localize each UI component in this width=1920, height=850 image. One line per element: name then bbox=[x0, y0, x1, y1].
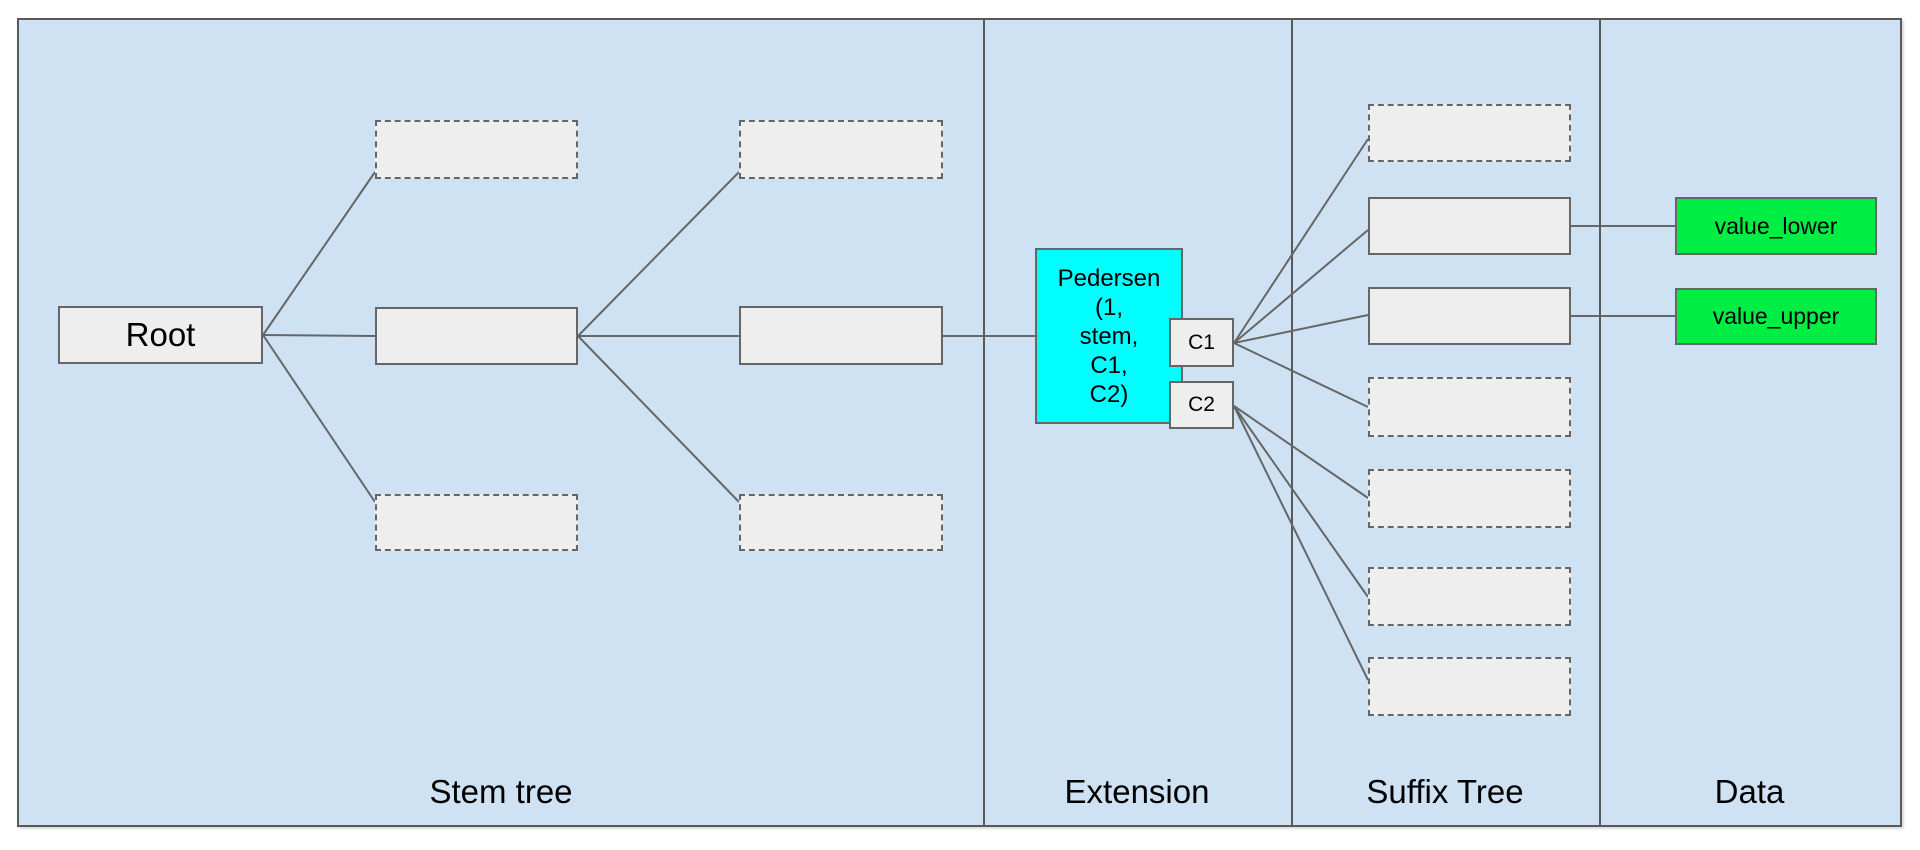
c2-label: C2 bbox=[1188, 393, 1215, 416]
stem-level1-bottom-dashed-box bbox=[375, 494, 578, 551]
root-box: Root bbox=[58, 306, 263, 364]
value-upper-box: value_upper bbox=[1675, 288, 1877, 345]
stem-level2-top-dashed-box bbox=[739, 120, 943, 179]
stem-level1-middle-box bbox=[375, 307, 578, 365]
c2-box: C2 bbox=[1169, 381, 1234, 429]
lane-label-extension: Extension bbox=[1064, 773, 1210, 810]
suffix-node-7-dashed-box bbox=[1368, 657, 1571, 716]
lane-label-stem-tree: Stem tree bbox=[429, 773, 573, 810]
root-label: Root bbox=[125, 316, 196, 353]
stem-level1-top-dashed-box bbox=[375, 120, 578, 179]
lane-suffix-tree: Suffix Tree bbox=[1291, 20, 1601, 825]
lane-label-suffix-tree: Suffix Tree bbox=[1366, 773, 1524, 810]
suffix-node-6-dashed-box bbox=[1368, 567, 1571, 626]
c1-label: C1 bbox=[1188, 330, 1215, 354]
suffix-node-4-dashed-box bbox=[1368, 377, 1571, 437]
stem-level2-bottom-dashed-box bbox=[739, 494, 943, 551]
suffix-node-3-box bbox=[1368, 287, 1571, 345]
value-lower-box: value_lower bbox=[1675, 197, 1877, 255]
lane-stem-tree: Stem tree bbox=[19, 20, 985, 825]
diagram-canvas: Stem tree Extension Suffix Tree Data bbox=[17, 18, 1902, 827]
suffix-node-5-dashed-box bbox=[1368, 469, 1571, 528]
value-lower-label: value_lower bbox=[1714, 212, 1838, 239]
stem-level2-middle-box bbox=[739, 306, 943, 365]
lane-label-data: Data bbox=[1714, 773, 1785, 810]
lane-data: Data bbox=[1599, 20, 1900, 825]
pedersen-label: Pedersen (1, stem, C1, C2) bbox=[1057, 264, 1161, 408]
c1-box: C1 bbox=[1169, 318, 1234, 367]
value-upper-label: value_upper bbox=[1712, 303, 1840, 329]
suffix-node-2-box bbox=[1368, 197, 1571, 255]
connector-lines bbox=[262, 138, 1675, 681]
lane-extension: Extension bbox=[983, 20, 1293, 825]
pedersen-commitment-box: Pedersen (1, stem, C1, C2) bbox=[1035, 248, 1183, 424]
suffix-node-1-dashed-box bbox=[1368, 104, 1571, 162]
